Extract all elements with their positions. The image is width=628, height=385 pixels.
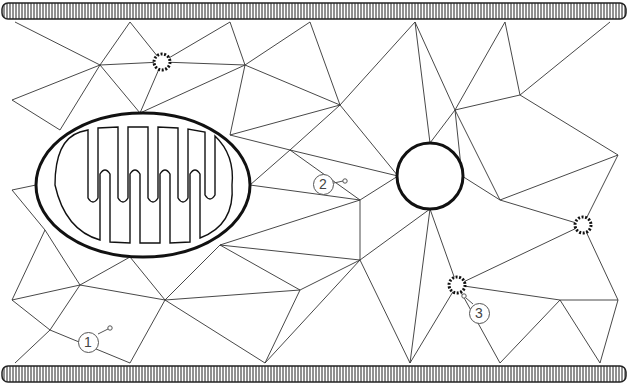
cristae: [55, 127, 232, 243]
vesicle: [397, 143, 463, 209]
callout-number: 2: [313, 174, 334, 195]
ribosomes: [154, 54, 591, 293]
callout-number: 3: [469, 303, 490, 324]
membrane-band: [2, 3, 626, 19]
callout-number: 1: [78, 332, 99, 353]
mitochondrion: [36, 113, 250, 257]
membrane-band: [2, 366, 626, 382]
leader-lines: [98, 179, 473, 334]
lattice-lines: [12, 22, 618, 363]
